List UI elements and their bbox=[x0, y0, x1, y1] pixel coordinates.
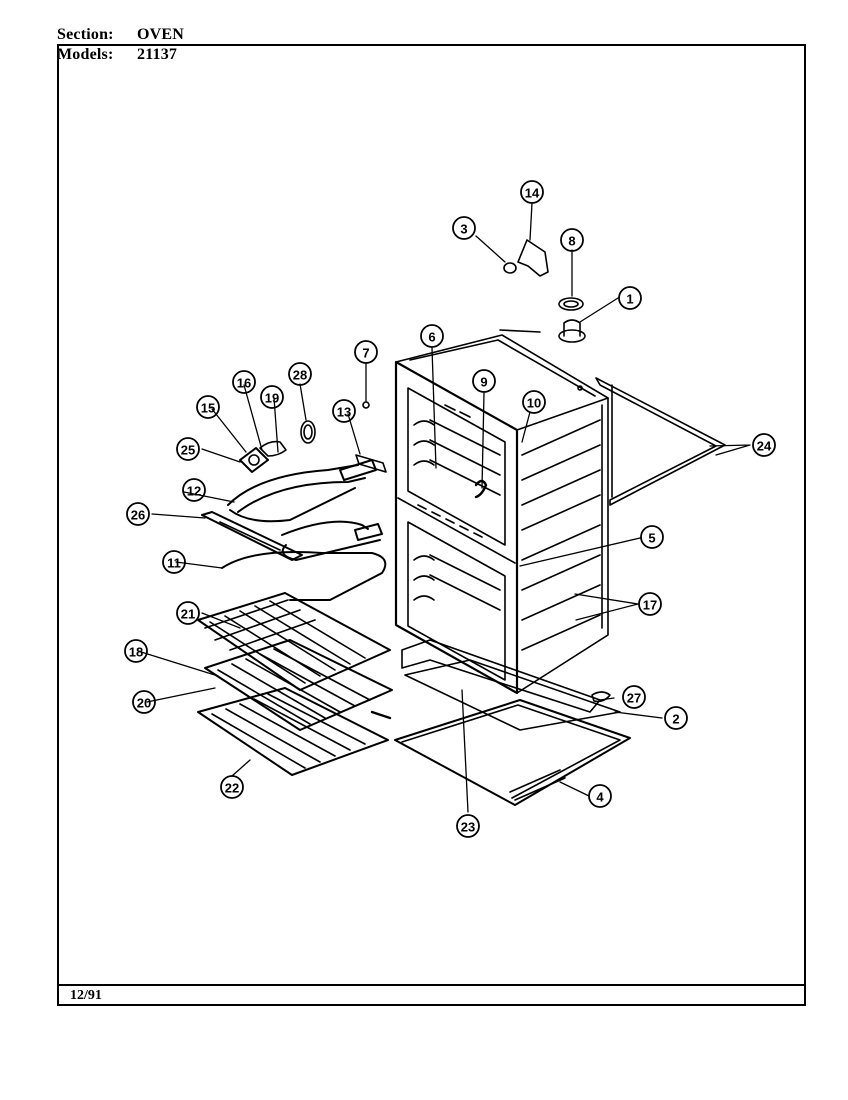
callout-14: 14 bbox=[525, 186, 540, 201]
footer-date: 12/91 bbox=[70, 988, 102, 1003]
side-trim-panel bbox=[499, 329, 726, 506]
callout-9: 9 bbox=[480, 375, 487, 390]
callout-8: 8 bbox=[568, 234, 575, 249]
section-label: Section: bbox=[57, 26, 114, 43]
models-value: 21137 bbox=[137, 46, 178, 63]
callout-5: 5 bbox=[648, 531, 655, 546]
section-header: Section: OVEN bbox=[57, 26, 184, 44]
callout-25: 25 bbox=[181, 443, 195, 458]
callout-3: 3 bbox=[460, 222, 467, 237]
callout-18: 18 bbox=[129, 645, 143, 660]
callout-19: 19 bbox=[265, 391, 279, 406]
callout-27: 27 bbox=[627, 691, 641, 706]
section-value: OVEN bbox=[137, 26, 185, 43]
upper-right-parts bbox=[503, 239, 586, 343]
callout-10: 10 bbox=[527, 396, 541, 411]
callout-15: 15 bbox=[201, 401, 215, 416]
callout-22: 22 bbox=[225, 781, 239, 796]
callout-6: 6 bbox=[428, 330, 435, 345]
bottom-panels bbox=[394, 639, 631, 806]
callout-26: 26 bbox=[131, 508, 145, 523]
callout-7: 7 bbox=[362, 346, 369, 361]
callout-2: 2 bbox=[672, 712, 679, 727]
heating-elements bbox=[221, 459, 387, 601]
oven-cabinet bbox=[394, 334, 609, 695]
callout-1: 1 bbox=[626, 292, 633, 307]
broil-deflector bbox=[201, 511, 303, 561]
callout-20: 20 bbox=[137, 696, 151, 711]
callout-11: 11 bbox=[167, 556, 181, 571]
callout-12: 12 bbox=[187, 484, 201, 499]
callout-23: 23 bbox=[461, 820, 475, 835]
callout-24: 24 bbox=[757, 439, 772, 454]
callout-circles bbox=[124, 180, 776, 838]
callout-17: 17 bbox=[643, 598, 657, 613]
oven-racks bbox=[197, 592, 393, 776]
callout-28: 28 bbox=[293, 368, 307, 383]
callout-13: 13 bbox=[337, 405, 351, 420]
models-label: Models: bbox=[57, 46, 114, 63]
small-parts-cluster bbox=[239, 401, 387, 473]
callout-16: 16 bbox=[237, 376, 251, 391]
models-header: Models: 21137 bbox=[57, 46, 177, 64]
diagram-frame bbox=[57, 44, 806, 1006]
callout-21: 21 bbox=[181, 607, 195, 622]
footer-divider bbox=[57, 984, 806, 986]
callout-4: 4 bbox=[596, 790, 604, 805]
leader-lines bbox=[137, 202, 751, 813]
